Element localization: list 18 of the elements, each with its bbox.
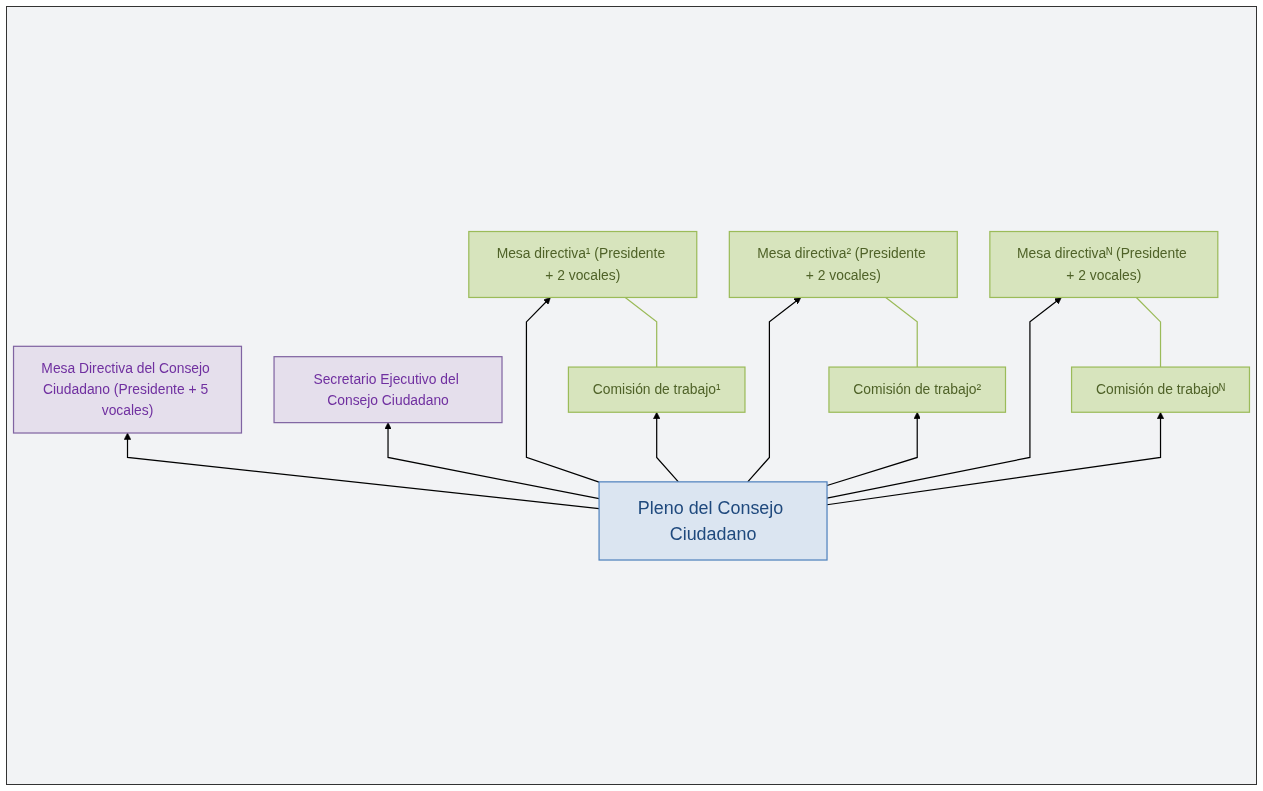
node-box: Mesa directiva¹ (Presidente + 2 vocales) [468,230,698,298]
arrow [747,296,802,483]
node-box: Secretario Ejecutivo del Consejo Ciudadano [273,355,503,423]
connector [1135,296,1162,368]
node-box: Comisión de trabajoᴺ [1070,366,1251,413]
arrow [123,432,600,509]
node-box: Pleno del Consejo Ciudadano [598,481,828,561]
arrow [653,411,679,483]
node-box: Mesa directiva² (Presidente + 2 vocales) [728,230,958,298]
node-box: Mesa directivaᴺ (Presidente + 2 vocales) [989,230,1219,298]
node-box: Comisión de trabajo¹ [567,366,746,413]
connector [624,296,658,368]
connector [885,296,918,368]
node-box: Mesa Directiva del Consejo Ciudadano (Presidente + 5 vocales) [12,345,243,434]
arrow [384,422,600,499]
arrow [826,296,1062,499]
node-box: Comisión de trabajo² [828,366,1007,413]
arrow [525,296,600,483]
